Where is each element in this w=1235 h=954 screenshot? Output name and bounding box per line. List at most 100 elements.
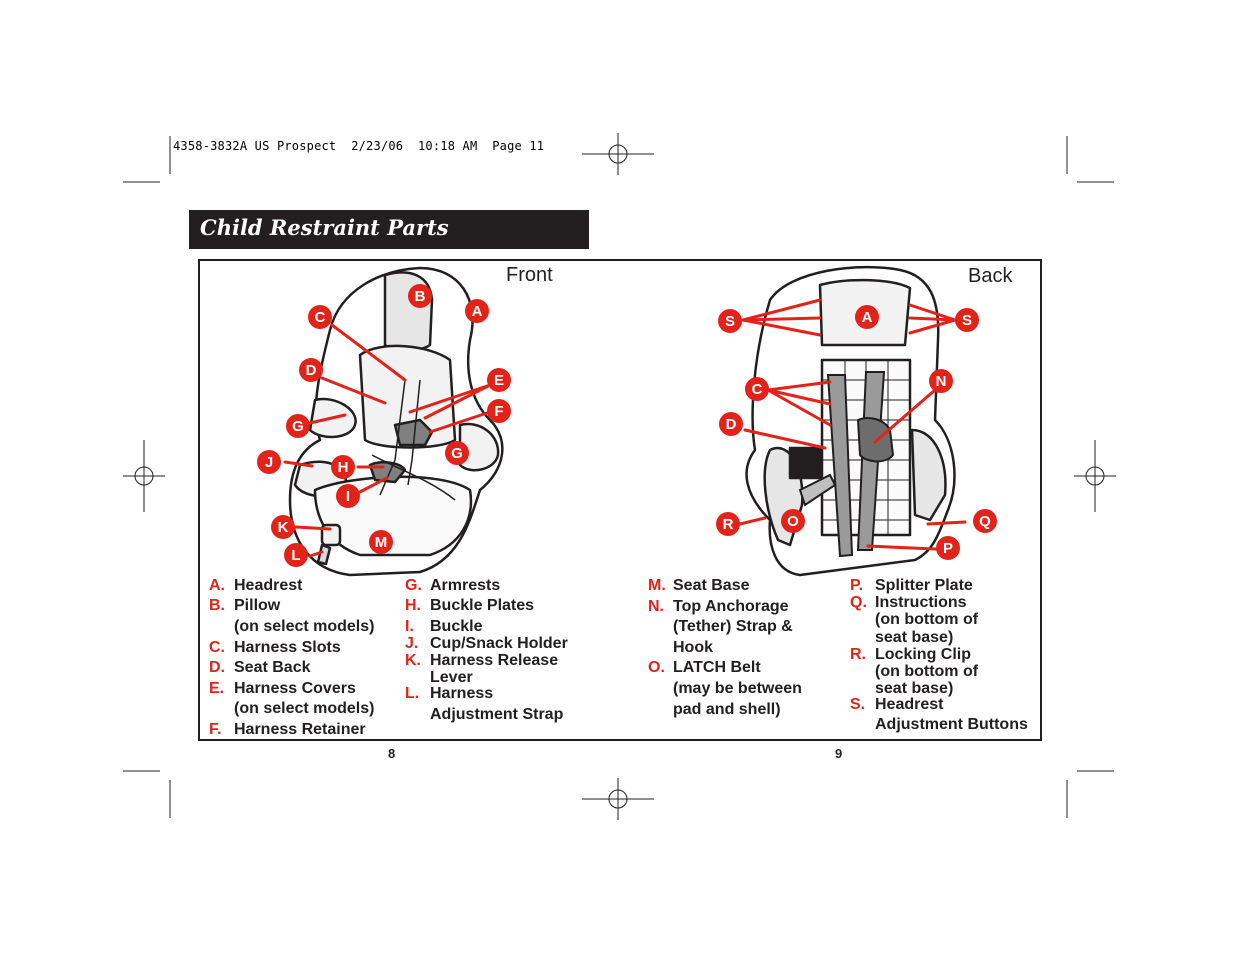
svg-text:J: J — [265, 454, 273, 471]
callout-i: I — [336, 484, 360, 508]
part-r-note-2: seat base) — [875, 680, 954, 697]
svg-text:Q: Q — [979, 513, 991, 530]
part-l-note: Adjustment Strap — [430, 706, 564, 723]
page-number-right: 9 — [835, 746, 843, 761]
callout-g-right: G — [445, 441, 469, 465]
svg-text:A: A — [472, 303, 483, 320]
front-callouts: A B C D E F G G H I J K L M — [257, 284, 511, 567]
back-seat-straps — [798, 371, 895, 558]
callout-s-right: S — [955, 308, 979, 332]
svg-text:N: N — [936, 373, 947, 390]
section-header: Child Restraint Parts — [189, 210, 589, 249]
part-d: D.Seat Back — [209, 659, 311, 676]
callout-k: K — [271, 515, 295, 539]
front-callout-arrows — [283, 323, 492, 558]
svg-text:I: I — [346, 488, 350, 505]
svg-text:F: F — [494, 403, 503, 420]
part-n: N.Top Anchorage — [648, 598, 789, 615]
callout-c-back: C — [745, 377, 769, 401]
svg-text:G: G — [451, 445, 463, 462]
callout-a-front: A — [465, 299, 489, 323]
callout-d-front: D — [299, 358, 323, 382]
svg-text:R: R — [723, 516, 734, 533]
part-m: M.Seat Base — [648, 577, 750, 594]
callout-b: B — [408, 284, 432, 308]
callout-h: H — [331, 455, 355, 479]
svg-text:K: K — [278, 519, 289, 536]
callout-e: E — [487, 368, 511, 392]
part-h: H.Buckle Plates — [405, 597, 535, 614]
part-b: B.Pillow — [209, 597, 281, 614]
callout-s-left: S — [718, 309, 742, 333]
part-n-note-2: Hook — [673, 639, 713, 656]
svg-text:H: H — [338, 459, 349, 476]
part-j: J.Cup/Snack Holder — [405, 635, 568, 652]
callout-d-back: D — [719, 412, 743, 436]
callout-j: J — [257, 450, 281, 474]
svg-text:A: A — [862, 309, 873, 326]
part-s: S.Headrest — [850, 696, 944, 713]
callout-g-left: G — [286, 414, 310, 438]
callout-f: F — [487, 399, 511, 423]
callout-p: P — [936, 536, 960, 560]
back-view-label: Back — [968, 265, 1013, 287]
svg-text:E: E — [494, 372, 504, 389]
svg-text:D: D — [306, 362, 317, 379]
part-q-note-1: (on bottom of — [875, 611, 979, 628]
part-r: R.Locking Clip — [850, 646, 971, 663]
parts-panel — [198, 259, 1042, 741]
front-seat-strap-lines — [371, 379, 456, 501]
back-callouts: A S S C N D R O P Q — [716, 305, 997, 560]
callout-c-front: C — [308, 305, 332, 329]
part-l: L.Harness — [405, 685, 494, 702]
registration-mark-bottom — [582, 778, 654, 820]
callout-m: M — [369, 530, 393, 554]
callout-o: O — [781, 509, 805, 533]
part-q: Q.Instructions — [850, 594, 967, 611]
part-g: G.Armrests — [405, 577, 501, 594]
page-title: Child Restraint Parts — [200, 215, 449, 240]
callout-n: N — [929, 369, 953, 393]
back-callout-arrows — [738, 298, 967, 551]
part-p: P.Splitter Plate — [850, 577, 973, 594]
part-q-note-2: seat base) — [875, 629, 954, 646]
svg-text:M: M — [375, 534, 388, 551]
part-c: C.Harness Slots — [209, 639, 341, 656]
callout-q: Q — [973, 509, 997, 533]
svg-text:D: D — [726, 416, 737, 433]
part-s-note: Adjustment Buttons — [875, 716, 1028, 733]
registration-mark-right — [1074, 440, 1116, 512]
part-k-note: Lever — [430, 669, 473, 686]
part-o-note-2: pad and shell) — [673, 701, 781, 718]
svg-text:P: P — [943, 540, 953, 557]
part-o: O.LATCH Belt — [648, 659, 761, 676]
callout-a-back: A — [855, 305, 879, 329]
svg-text:L: L — [291, 547, 300, 564]
part-e: E.Harness Covers — [209, 680, 356, 697]
part-b-note: (on select models) — [234, 618, 375, 635]
page-number-left: 8 — [388, 746, 396, 761]
part-k: K.Harness Release — [405, 652, 559, 669]
slug-line: 4358-3832A US Prospect 2/23/06 10:18 AM … — [173, 139, 545, 153]
part-f: F.Harness Retainer — [209, 721, 366, 738]
callout-r: R — [716, 512, 740, 536]
registration-mark-top — [582, 133, 654, 175]
part-i: I.Buckle — [405, 618, 483, 635]
svg-text:O: O — [787, 513, 799, 530]
part-r-note-1: (on bottom of — [875, 663, 979, 680]
part-a: A.Headrest — [209, 577, 303, 594]
part-o-note-1: (may be between — [673, 680, 802, 697]
svg-text:S: S — [962, 312, 972, 329]
svg-text:G: G — [292, 418, 304, 435]
part-e-note: (on select models) — [234, 700, 375, 717]
svg-text:B: B — [415, 288, 426, 305]
registration-mark-left — [123, 440, 165, 512]
svg-text:C: C — [315, 309, 326, 326]
svg-text:C: C — [752, 381, 763, 398]
part-n-note-1: (Tether) Strap & — [673, 618, 793, 635]
callout-l: L — [284, 543, 308, 567]
front-view-label: Front — [506, 264, 553, 286]
crop-marks — [123, 136, 1114, 818]
svg-text:S: S — [725, 313, 735, 330]
